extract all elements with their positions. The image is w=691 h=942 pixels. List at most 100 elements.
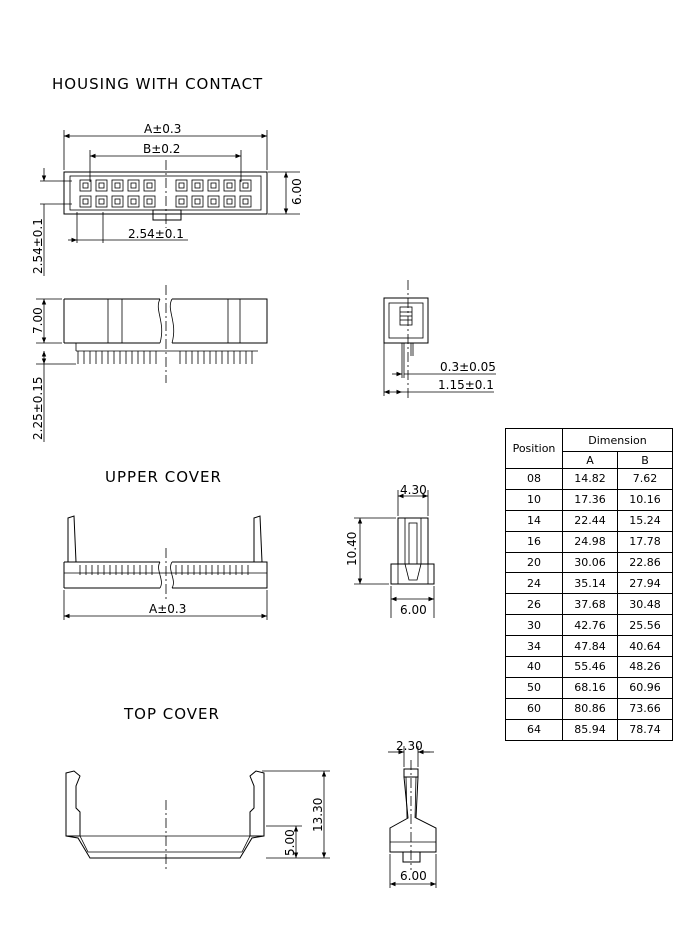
table-cell-b: 60.96 [617, 676, 673, 699]
housing-dim-height: 6.00 [290, 178, 304, 205]
table-cell-b: 25.56 [617, 614, 673, 637]
contact-hole [178, 198, 185, 205]
housing-dim-pin-length: 2.25±0.15 [31, 377, 45, 441]
table-cell-b: 7.62 [617, 468, 673, 490]
table-cell-position: 08 [505, 468, 563, 490]
contact-hole [114, 182, 121, 189]
housing-pins [77, 351, 253, 364]
contact-hole [98, 198, 105, 205]
table-header-dimension: Dimension [562, 428, 673, 452]
contact-cell [95, 179, 108, 192]
table-cell-a: 47.84 [562, 635, 618, 658]
contact-cell [239, 195, 252, 208]
housing-dim-pitch-y: 2.54±0.1 [31, 218, 45, 274]
top-cover-front-view: 13.30 5.00 [65, 770, 330, 870]
contact-hole [226, 198, 233, 205]
contact-cell [143, 179, 156, 192]
table-header-b: B [617, 451, 673, 469]
housing-dim-b: B±0.2 [143, 142, 180, 156]
housing-dim-pin-offset: 1.15±0.1 [438, 378, 494, 392]
table-cell-position: 20 [505, 551, 563, 574]
table-cell-b: 73.66 [617, 697, 673, 720]
contact-cell [191, 179, 204, 192]
table-cell-b: 17.78 [617, 530, 673, 553]
contact-hole [82, 182, 89, 189]
table-cell-b: 48.26 [617, 656, 673, 678]
contact-hole [194, 182, 201, 189]
contact-cell [175, 195, 188, 208]
contact-cell [207, 179, 220, 192]
contact-cell [175, 179, 188, 192]
contact-cell [79, 195, 92, 208]
housing-dim-a: A±0.3 [144, 122, 181, 136]
upper-cover-dim-base: 6.00 [400, 603, 427, 617]
contact-cell [95, 195, 108, 208]
table-cell-position: 40 [505, 656, 563, 678]
contact-cell [111, 195, 124, 208]
table-cell-a: 35.14 [562, 572, 618, 595]
contact-cell [127, 195, 140, 208]
contact-hole [242, 198, 249, 205]
table-cell-b: 22.86 [617, 551, 673, 574]
table-cell-a: 80.86 [562, 697, 618, 720]
table-cell-position: 50 [505, 676, 563, 699]
table-cell-b: 30.48 [617, 593, 673, 616]
table-cell-a: 24.98 [562, 530, 618, 553]
contact-cell [111, 179, 124, 192]
upper-cover-dim-width: 4.30 [400, 483, 427, 497]
contact-cell [223, 195, 236, 208]
contact-hole [210, 182, 217, 189]
contact-hole [226, 182, 233, 189]
housing-dim-side-height: 7.00 [31, 307, 45, 334]
table-cell-position: 24 [505, 572, 563, 595]
table-cell-a: 14.82 [562, 468, 618, 490]
housing-side-view: 0.3±0.05 1.15±0.1 [383, 280, 496, 398]
table-cell-b: 15.24 [617, 509, 673, 532]
table-cell-b: 27.94 [617, 572, 673, 595]
table-cell-a: 42.76 [562, 614, 618, 637]
table-cell-a: 37.68 [562, 593, 618, 616]
housing-dim-pin-width: 0.3±0.05 [440, 360, 496, 374]
contact-hole [98, 182, 105, 189]
contact-cell [191, 195, 204, 208]
contact-hole [178, 182, 185, 189]
table-cell-position: 26 [505, 593, 563, 616]
contact-cell [127, 179, 140, 192]
table-cell-position: 30 [505, 614, 563, 637]
table-cell-b: 10.16 [617, 488, 673, 511]
top-cover-dim-total-height: 13.30 [311, 798, 325, 832]
table-cell-position: 64 [505, 718, 563, 741]
table-cell-position: 10 [505, 488, 563, 511]
upper-cover-side-view: 4.30 10.40 6.00 [345, 483, 435, 618]
contact-hole [82, 198, 89, 205]
contact-cell [79, 179, 92, 192]
table-cell-a: 17.36 [562, 488, 618, 511]
top-cover-title: TOP COVER [123, 705, 220, 723]
top-cover-dim-base: 6.00 [400, 869, 427, 883]
table-cell-position: 14 [505, 509, 563, 532]
table-cell-position: 16 [505, 530, 563, 553]
upper-cover-title: UPPER COVER [105, 468, 222, 486]
housing-dim-pitch-x: 2.54±0.1 [128, 227, 184, 241]
housing-front-view: 7.00 2.25±0.15 [31, 285, 268, 442]
table-cell-a: 30.06 [562, 551, 618, 574]
table-cell-b: 78.74 [617, 718, 673, 741]
contact-cell [239, 179, 252, 192]
top-cover-dim-width: 2.30 [396, 739, 423, 753]
upper-cover-teeth [79, 565, 249, 575]
upper-cover-dim-a: A±0.3 [149, 602, 186, 616]
table-cell-position: 34 [505, 635, 563, 658]
table-header-a: A [562, 451, 618, 469]
